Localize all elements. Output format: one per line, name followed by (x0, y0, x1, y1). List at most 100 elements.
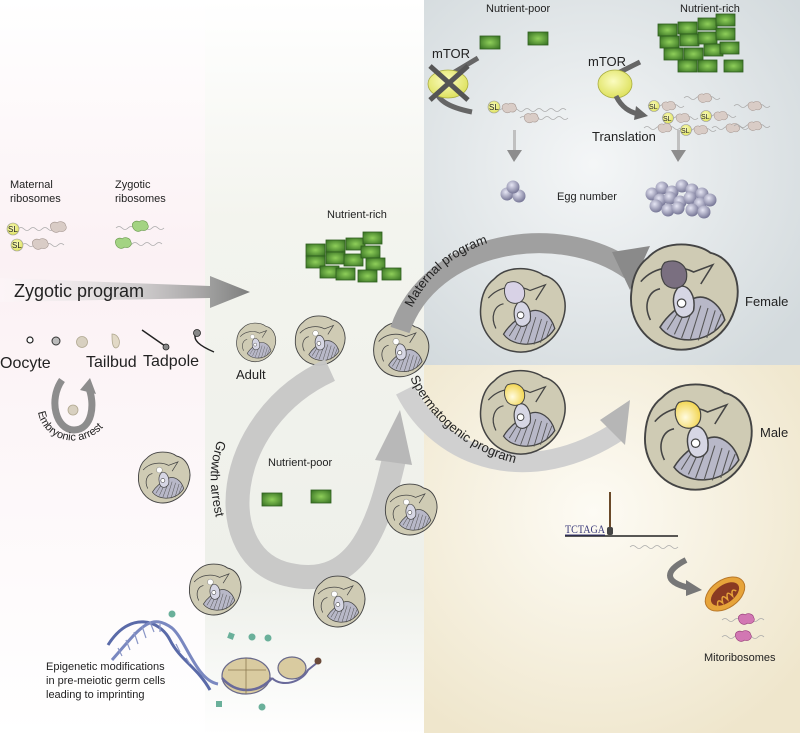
mtor-active-icon (597, 59, 648, 120)
ribosome (747, 101, 762, 111)
food-block (362, 231, 383, 245)
maternal-program-arrow (390, 233, 650, 334)
egg (663, 191, 677, 205)
embryonic-arrest-loop-icon (51, 377, 96, 434)
food-block (697, 31, 718, 45)
mtor-active-label: mTOR (588, 54, 626, 69)
food-block (663, 47, 684, 61)
food-block (325, 251, 346, 265)
ribosome (675, 113, 690, 123)
sl-tag-label: SL (649, 104, 658, 111)
translation-poor-icon: SL (487, 100, 569, 124)
eggs-few-icon (500, 180, 526, 203)
zygotic-ribosomes-label-1: Zygotic (115, 179, 151, 191)
svg-text:SL: SL (12, 241, 22, 250)
panel-nutrient-rich-food-icon (657, 13, 744, 73)
sequence-trace-icon (565, 492, 679, 549)
sl-tag-icon (700, 110, 712, 122)
translation-label: Translation (592, 129, 656, 144)
epigenetics-label-1: Epigenetic modifications (46, 661, 165, 673)
ribosome (693, 125, 708, 135)
ribosome (747, 121, 762, 131)
mitoribosomes-label: Mitoribosomes (704, 652, 776, 664)
panel-nutrient-poor-label: Nutrient-poor (486, 3, 551, 15)
growth-arrest-arrow (225, 359, 412, 589)
nutrient-rich-food-icon (305, 231, 402, 283)
ribosome (713, 111, 728, 121)
spermatogenic-program-arrow (396, 385, 630, 473)
food-block (657, 23, 678, 37)
center-nutrient-poor-label: Nutrient-poor (268, 457, 333, 469)
zygotic-ribosomes-icon (115, 220, 165, 249)
food-block (305, 255, 326, 269)
sl-tag-label: SL (663, 116, 672, 123)
stage-label-tailbud: Tailbud (86, 354, 137, 371)
sequence-label: TCTAGA (565, 522, 605, 536)
egg (703, 193, 717, 207)
food-block (659, 35, 680, 49)
zygotic-program-arrow (0, 276, 250, 308)
food-block (357, 269, 378, 283)
panel-nutrient-rich-label: Nutrient-rich (680, 3, 740, 15)
egg (697, 205, 711, 219)
food-block (335, 267, 356, 281)
food-block (381, 267, 402, 281)
food-block (683, 47, 704, 61)
translation-rich-icon: SL SL SL SL (643, 93, 771, 136)
mitochondrion-icon (704, 576, 746, 612)
panel-nutrient-poor-food-2 (527, 31, 549, 46)
food-block (325, 239, 346, 253)
import-arrow-icon (667, 557, 702, 596)
ribosome (697, 93, 712, 103)
eggs-many-icon (645, 179, 717, 219)
mtor-inhibited-label: mTOR (432, 46, 470, 61)
ribosome (661, 101, 676, 111)
adult-label: Adult (236, 367, 266, 382)
egg (661, 203, 675, 217)
maternal-ribosomes-label-1: Maternal (10, 179, 53, 191)
food-block (715, 27, 736, 41)
panel-nutrient-poor-food-1 (479, 35, 501, 50)
egg (685, 203, 699, 217)
female-label: Female (745, 294, 788, 309)
egg (655, 181, 669, 195)
stage-label-oocyte: Oocyte (0, 355, 51, 372)
ribosome (657, 123, 672, 133)
sl-tag-label: SL (701, 114, 710, 121)
down-arrow-rich (671, 130, 686, 162)
dna-helix-icon (106, 610, 322, 711)
nutrient-poor-food-1 (261, 492, 283, 507)
egg (649, 199, 663, 213)
food-block (715, 13, 736, 27)
food-block (719, 41, 740, 55)
nutrient-poor-food-2 (310, 489, 332, 504)
sl-tag-icon (680, 124, 692, 136)
maternal-ribosomes-icon: SL SL (6, 221, 67, 252)
food-block (343, 253, 364, 267)
egg (683, 191, 697, 205)
food-block (723, 59, 744, 73)
down-arrow-poor (507, 130, 522, 162)
stage-label-tadpole: Tadpole (143, 353, 199, 370)
egg-number-label: Egg number (557, 191, 617, 203)
food-block (679, 33, 700, 47)
food-block (697, 17, 718, 31)
sl-tag-icon (648, 100, 660, 112)
svg-text:SL: SL (8, 225, 18, 234)
epigenetics-label-3: leading to imprinting (46, 689, 144, 701)
food-block (305, 243, 326, 257)
zygotic-program-label: Zygotic program (14, 281, 144, 301)
maternal-ribosomes-label-2: ribosomes (10, 193, 61, 205)
epigenetics-label-2: in pre-meiotic germ cells (46, 675, 166, 687)
zygotic-ribosomes-label-2: ribosomes (115, 193, 166, 205)
sl-tag-label: SL (681, 128, 690, 135)
svg-text:SL: SL (489, 103, 499, 112)
growth-arrest-label: Growth arrest (208, 439, 229, 518)
male-label: Male (760, 425, 788, 440)
food-block (697, 59, 718, 73)
food-block (360, 245, 381, 259)
food-block (677, 59, 698, 73)
food-block (677, 21, 698, 35)
developmental-stages-icon (26, 329, 215, 353)
